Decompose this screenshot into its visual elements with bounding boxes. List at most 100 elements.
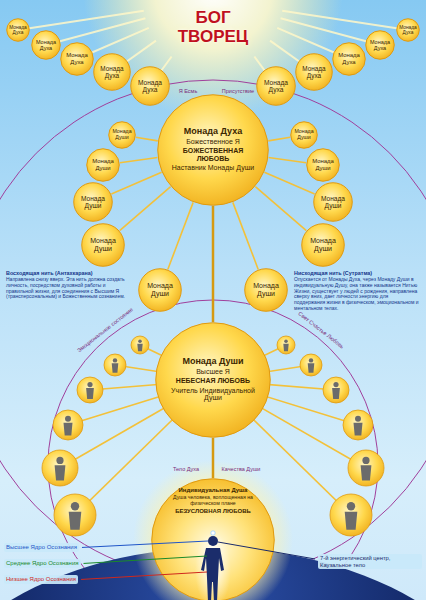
person-head bbox=[56, 457, 63, 464]
light-ray-connector bbox=[268, 137, 290, 141]
person-circle-shape bbox=[77, 377, 103, 403]
soul-monad-main: Монада ДушиВысшее ЯНЕБЕСНАЯ ЛЮБОВЬУчител… bbox=[155, 322, 271, 438]
node-text-wrap: Монада Духа bbox=[365, 30, 395, 60]
node-circle bbox=[397, 19, 420, 42]
node-title: Монада Души bbox=[142, 282, 178, 298]
person-head bbox=[138, 339, 142, 343]
light-ray-connector bbox=[168, 202, 193, 269]
person-circle bbox=[54, 494, 96, 536]
node-text-wrap: Монада Духа bbox=[31, 30, 61, 60]
person-circle bbox=[323, 377, 349, 403]
light-ray-connector bbox=[255, 187, 306, 231]
person-head bbox=[71, 502, 79, 510]
spirit-monad-circle: Монада Духа bbox=[130, 66, 170, 106]
soul-monad-circle: Монада Души bbox=[313, 182, 353, 222]
person-circle-shape bbox=[300, 354, 322, 376]
light-ray bbox=[18, 11, 144, 30]
arc-label: Эмоциональное состояние bbox=[76, 306, 134, 354]
node-text-wrap: Монада Души bbox=[313, 182, 353, 222]
light-ray-connector bbox=[111, 172, 161, 194]
person-circle-shape bbox=[104, 354, 126, 376]
node-title: Монада Души bbox=[89, 158, 117, 171]
spirit-monad-circle: Монада Духа bbox=[93, 53, 131, 91]
node-title: Монада Души bbox=[182, 356, 243, 366]
soul-monad-circle: Монада Души bbox=[306, 148, 340, 182]
node-text: Божественное Я bbox=[186, 138, 240, 146]
person-body bbox=[64, 423, 73, 436]
light-ray-connector bbox=[136, 137, 158, 141]
node-title: Индивидуальная Душа bbox=[179, 487, 248, 494]
node-title: Монада Души bbox=[305, 237, 341, 253]
person-body bbox=[283, 344, 288, 352]
node-text-wrap: Монада Духа bbox=[396, 18, 420, 42]
node-circle bbox=[131, 67, 170, 106]
node-text: БЕЗУСЛОВНАЯ ЛЮБОВЬ bbox=[175, 508, 251, 515]
leader-line bbox=[81, 572, 207, 579]
node-text: НЕБЕСНАЯ ЛЮБОВЬ bbox=[176, 377, 250, 385]
node-text-wrap: Монада Духа bbox=[332, 42, 366, 76]
person-circle bbox=[300, 354, 322, 376]
light-ray bbox=[46, 18, 145, 45]
node-title: Монада Души bbox=[317, 195, 350, 210]
node-title: Монада Духа bbox=[184, 126, 242, 136]
node-circle bbox=[61, 43, 94, 76]
node-circle bbox=[74, 183, 113, 222]
person-body bbox=[332, 388, 340, 399]
person-circle bbox=[53, 410, 83, 440]
leader-line bbox=[82, 541, 208, 547]
node-text-wrap: Монада Духа bbox=[130, 66, 170, 106]
spirit-monad-main: Монада ДухаБожественное ЯБОЖЕСТВЕННАЯ ЛЮ… bbox=[157, 94, 269, 206]
person-body bbox=[308, 363, 315, 372]
person-body bbox=[55, 465, 66, 480]
person-body bbox=[69, 512, 82, 530]
node-title: Монада Духа bbox=[34, 39, 59, 51]
node-circle bbox=[302, 224, 345, 267]
life-thread bbox=[212, 206, 215, 322]
light-ray bbox=[281, 18, 380, 45]
person-body bbox=[354, 423, 363, 436]
node-circle bbox=[87, 149, 120, 182]
light-ray-connector bbox=[268, 158, 306, 163]
node-circle bbox=[333, 43, 366, 76]
soul-monad-circle: Монада Души bbox=[73, 182, 113, 222]
light-ray-connector bbox=[233, 202, 258, 269]
node-text: Наставник Монады Души bbox=[172, 164, 255, 172]
node-title: Монада Души bbox=[85, 237, 121, 253]
person-circle bbox=[77, 377, 103, 403]
person-circle bbox=[348, 450, 384, 486]
node-text-wrap: Монада Души bbox=[306, 148, 340, 182]
node-title: Монада Духа bbox=[299, 65, 330, 79]
person-head bbox=[284, 339, 288, 343]
spirit-monad-circle: Монада Духа bbox=[332, 42, 366, 76]
person-circle-shape bbox=[348, 450, 384, 486]
person-circle bbox=[42, 450, 78, 486]
soul-monad-circle: Монада Души bbox=[244, 268, 288, 312]
person-head bbox=[362, 457, 369, 464]
node-text-wrap: Монада Души bbox=[108, 121, 136, 149]
node-circle bbox=[245, 269, 288, 312]
core-label: Среднее Ядро Осознания bbox=[4, 559, 81, 568]
node-title: Монада Духа bbox=[368, 39, 393, 51]
person-body bbox=[86, 388, 94, 399]
node-text-wrap: Монада ДухаБожественное ЯБОЖЕСТВЕННАЯ ЛЮ… bbox=[157, 94, 269, 206]
node-text-wrap: Монада ДушиВысшее ЯНЕБЕСНАЯ ЛЮБОВЬУчител… bbox=[155, 322, 271, 438]
person-circle-shape bbox=[54, 494, 96, 536]
node-text-wrap: Монада Духа bbox=[6, 18, 30, 42]
node-circle bbox=[152, 479, 275, 600]
node-text-wrap: Монада Души bbox=[301, 223, 345, 267]
presence-circle bbox=[0, 80, 426, 580]
crown-center bbox=[211, 531, 215, 535]
person-head bbox=[65, 416, 71, 422]
node-title: Монада Души bbox=[111, 129, 134, 141]
person-circle bbox=[330, 494, 372, 536]
person-head bbox=[333, 382, 338, 387]
node-text: Учитель Индивидуальной Души bbox=[166, 387, 261, 403]
soul-monad-circle: Монада Души bbox=[138, 268, 182, 312]
core-label: Низшее Ядро Осознания bbox=[4, 575, 78, 584]
soul-monad-circle: Монада Души bbox=[301, 223, 345, 267]
soul-monad-circle: Монада Души bbox=[81, 223, 125, 267]
arc-label: Я Есмь bbox=[179, 88, 198, 94]
spirit-monad-circle: Монада Духа bbox=[6, 18, 30, 42]
person-circle-shape bbox=[343, 410, 373, 440]
spirit-monad-circle: Монада Духа bbox=[60, 42, 94, 76]
